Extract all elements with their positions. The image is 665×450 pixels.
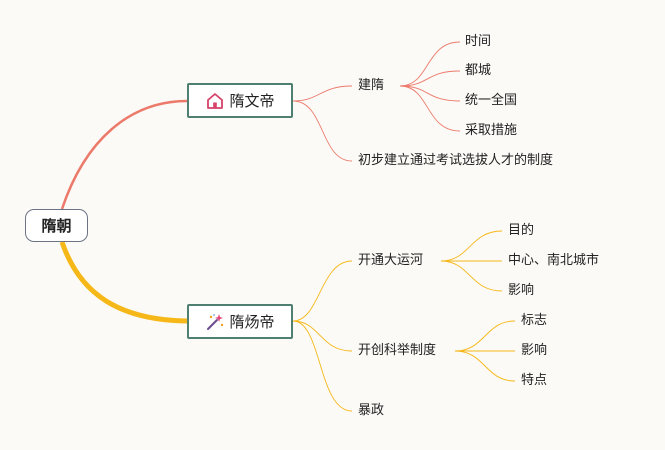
topic-mudi[interactable]: 目的 [508, 223, 535, 238]
connector-root-to-wendi [60, 99, 188, 210]
connector-jiansui-shijian [399, 41, 461, 87]
connector-yangdi-baozheng [292, 320, 353, 412]
connector-wendi-jiansui [292, 85, 353, 102]
root-label: 隋朝 [41, 217, 72, 235]
topic-keju[interactable]: 开创科举制度 [358, 343, 437, 358]
topic-tongyi[interactable]: 统一全国 [465, 93, 518, 108]
connector-keju-tedian [454, 350, 516, 382]
branch-node-wendi[interactable]: 隋文帝 [187, 83, 293, 118]
branch-node-yangdi[interactable]: 隋炀帝 [187, 304, 293, 339]
root-node[interactable]: 隋朝 [25, 209, 88, 242]
connector-jiansui-ducheng [399, 70, 461, 87]
topic-biaozhi[interactable]: 标志 [521, 313, 548, 328]
topic-yunhe[interactable]: 开通大运河 [358, 253, 424, 268]
topic-ducheng[interactable]: 都城 [465, 63, 492, 78]
connector-yunhe-mudi [440, 230, 503, 262]
connector-root-to-yangdi [59, 241, 188, 324]
connector-yangdi-keju [292, 320, 353, 352]
connector-jiansui-cuoshi [399, 85, 461, 132]
topic-zhongxin[interactable]: 中心、南北城市 [508, 253, 600, 268]
connector-wendi-zhidu [292, 100, 353, 162]
connector-keju-biaozhi [454, 320, 516, 352]
topic-keju-yingxiang[interactable]: 影响 [521, 343, 548, 358]
branch-label-yangdi: 隋炀帝 [229, 313, 275, 331]
topic-baozheng[interactable]: 暴政 [358, 403, 385, 418]
topic-jiansui[interactable]: 建隋 [358, 78, 385, 93]
topic-kaoshi-zhidu[interactable]: 初步建立通过考试选拔人才的制度 [358, 153, 554, 168]
topic-yunhe-yingxiang[interactable]: 影响 [508, 283, 535, 298]
connector-jiansui-tongyi [399, 85, 461, 102]
branch-label-wendi: 隋文帝 [229, 92, 275, 110]
connector-yangdi-yunhe [292, 260, 353, 322]
topic-tedian[interactable]: 特点 [521, 373, 548, 388]
topic-shijian[interactable]: 时间 [465, 34, 492, 49]
house-icon [207, 92, 224, 109]
connector-yunhe-yingxiang [440, 260, 503, 292]
magic-wand-icon [207, 313, 224, 330]
topic-cuoshi[interactable]: 采取措施 [465, 123, 518, 138]
